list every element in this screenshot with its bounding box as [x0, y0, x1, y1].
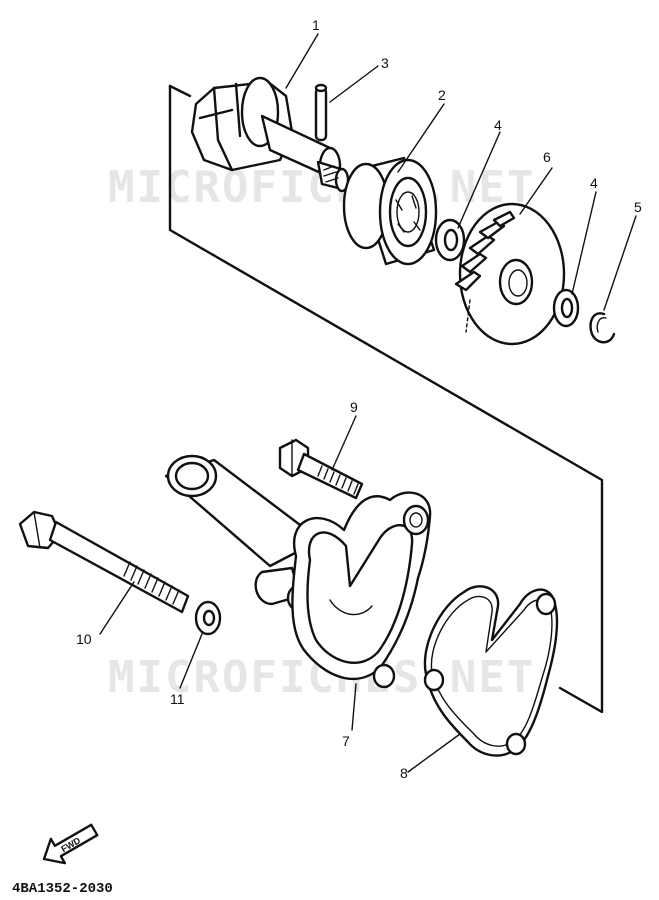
bolt-long	[18, 510, 190, 614]
callout-9: 9	[350, 399, 358, 415]
callout-8: 8	[400, 765, 408, 781]
assembly-frame	[168, 84, 604, 714]
pin	[314, 83, 328, 142]
gear	[454, 202, 566, 346]
bolt-short	[278, 438, 364, 500]
washer-upper	[434, 218, 466, 262]
callout-2: 2	[438, 87, 446, 103]
pump-cover	[164, 454, 432, 689]
impeller-shaft	[190, 76, 350, 193]
callout-3: 3	[381, 55, 389, 71]
callout-4-lower: 4	[590, 175, 598, 191]
gasket	[423, 585, 559, 757]
washer-lower	[552, 288, 580, 328]
callout-6: 6	[543, 149, 551, 165]
callout-10: 10	[76, 631, 92, 647]
circlip	[589, 312, 616, 344]
callout-7: 7	[342, 733, 350, 749]
callout-4-upper: 4	[494, 117, 502, 133]
callout-1: 1	[312, 17, 320, 33]
bearing	[342, 156, 438, 266]
washer-bolt	[194, 600, 222, 636]
fwd-arrow-icon: FWD	[42, 823, 99, 865]
leader-lines	[99, 33, 637, 773]
diagram-code: 4BA1352-2030	[12, 881, 113, 897]
callout-11: 11	[170, 691, 185, 707]
callout-5: 5	[634, 199, 642, 215]
